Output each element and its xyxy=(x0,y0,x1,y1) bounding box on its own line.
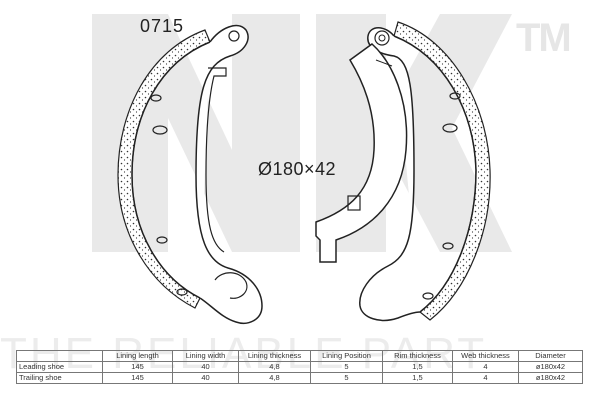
table-cell: ø180x42 xyxy=(518,372,583,384)
table-cell: 40 xyxy=(172,361,239,373)
table-cell: 145 xyxy=(102,361,173,373)
table-cell: 1,5 xyxy=(382,372,453,384)
right-shoe xyxy=(359,21,491,322)
row-label: Trailing shoe xyxy=(16,372,103,384)
table-row: Leading shoe 145 40 4,8 5 1,5 4 ø180x42 xyxy=(16,361,583,373)
left-shoe xyxy=(117,24,263,324)
part-number: 0715 xyxy=(140,16,185,36)
row-label: Leading shoe xyxy=(16,361,103,373)
table-cell: 5 xyxy=(310,372,383,384)
header-lining-width: Lining width xyxy=(172,350,239,362)
table-cell: 4,8 xyxy=(238,372,311,384)
table-cell: 40 xyxy=(172,372,239,384)
header-lining-thickness: Lining thickness xyxy=(238,350,311,362)
table-cell: 145 xyxy=(102,372,173,384)
center-shoe-profile xyxy=(315,43,408,263)
table-cell: 4 xyxy=(452,361,519,373)
spec-table-header-row: Lining length Lining width Lining thickn… xyxy=(16,350,583,362)
header-diameter: Diameter xyxy=(518,350,583,362)
header-rim-thickness: Rim thickness xyxy=(382,350,453,362)
table-cell: ø180x42 xyxy=(518,361,583,373)
header-lining-position: Lining Position xyxy=(310,350,383,362)
dimension-label: Ø180×42 xyxy=(258,159,337,179)
table-cell: 4 xyxy=(452,372,519,384)
table-cell: 1,5 xyxy=(382,361,453,373)
header-cell xyxy=(16,350,103,362)
header-web-thickness: Web thickness xyxy=(452,350,519,362)
table-cell: 5 xyxy=(310,361,383,373)
header-lining-length: Lining length xyxy=(102,350,173,362)
spec-table: Lining length Lining width Lining thickn… xyxy=(16,350,583,384)
table-cell: 4,8 xyxy=(238,361,311,373)
table-row: Trailing shoe 145 40 4,8 5 1,5 4 ø180x42 xyxy=(16,372,583,384)
trademark-mark: TM xyxy=(516,16,572,60)
